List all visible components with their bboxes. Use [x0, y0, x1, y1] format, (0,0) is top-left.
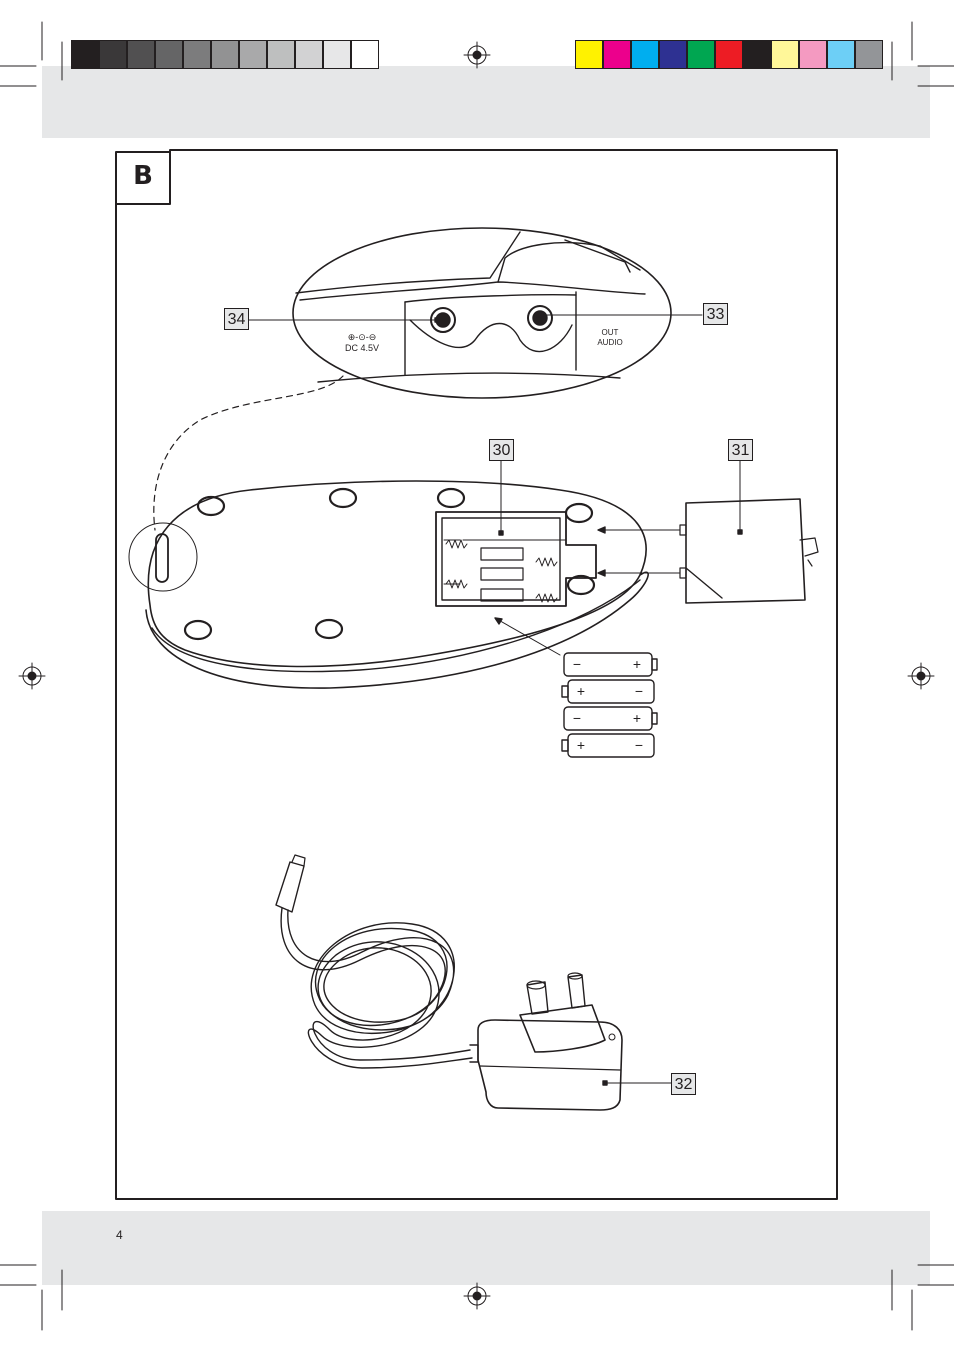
foot-pad: [330, 489, 356, 507]
battery-1-plus: +: [630, 657, 644, 671]
foot-pad: [566, 504, 592, 522]
registration-mark-right: [908, 663, 934, 689]
base-unit-bottom-view: [129, 460, 648, 688]
battery-1-minus: −: [570, 657, 584, 671]
callout-31: 31: [728, 439, 753, 461]
adapter-body: [478, 1020, 622, 1110]
callout-34: 34: [224, 308, 249, 330]
mains-plug: [520, 1005, 605, 1052]
callout-30: 30: [489, 439, 514, 461]
foot-pad: [185, 621, 211, 639]
battery-cover: [598, 460, 818, 603]
battery-4-minus: −: [632, 738, 646, 752]
dc-voltage-label: DC 4.5V: [335, 343, 389, 353]
zoom-connector-dashed: [154, 376, 343, 530]
callout-33: 33: [703, 303, 728, 325]
jack-socket-outline: [410, 320, 572, 352]
foot-pad: [316, 620, 342, 638]
battery-2-plus: +: [574, 684, 588, 698]
dc-polarity-symbol: ⊕-⊙-⊖: [335, 332, 389, 342]
battery-3-plus: +: [630, 711, 644, 725]
spring-icon: [446, 540, 467, 548]
foot-pad: [198, 497, 224, 515]
registration-mark-bottom: [464, 1283, 490, 1309]
battery-2-minus: −: [632, 684, 646, 698]
power-adapter: [276, 855, 672, 1110]
section-tag: B: [116, 152, 170, 202]
battery-4-plus: +: [574, 738, 588, 752]
registration-mark-left: [19, 663, 45, 689]
foot-pad: [438, 489, 464, 507]
battery-3-minus: −: [570, 711, 584, 725]
spring-icon: [536, 558, 557, 566]
audio-label: AUDIO: [588, 338, 632, 348]
audio-out-label: OUT: [588, 328, 632, 338]
callout-32: 32: [671, 1073, 696, 1095]
page-number: 4: [116, 1228, 123, 1242]
registration-mark-top: [464, 42, 490, 68]
spring-icon: [536, 594, 557, 602]
dc-plug: [276, 862, 304, 912]
jack-detail-zoom: [248, 228, 702, 398]
crop-marks: [0, 22, 954, 1330]
